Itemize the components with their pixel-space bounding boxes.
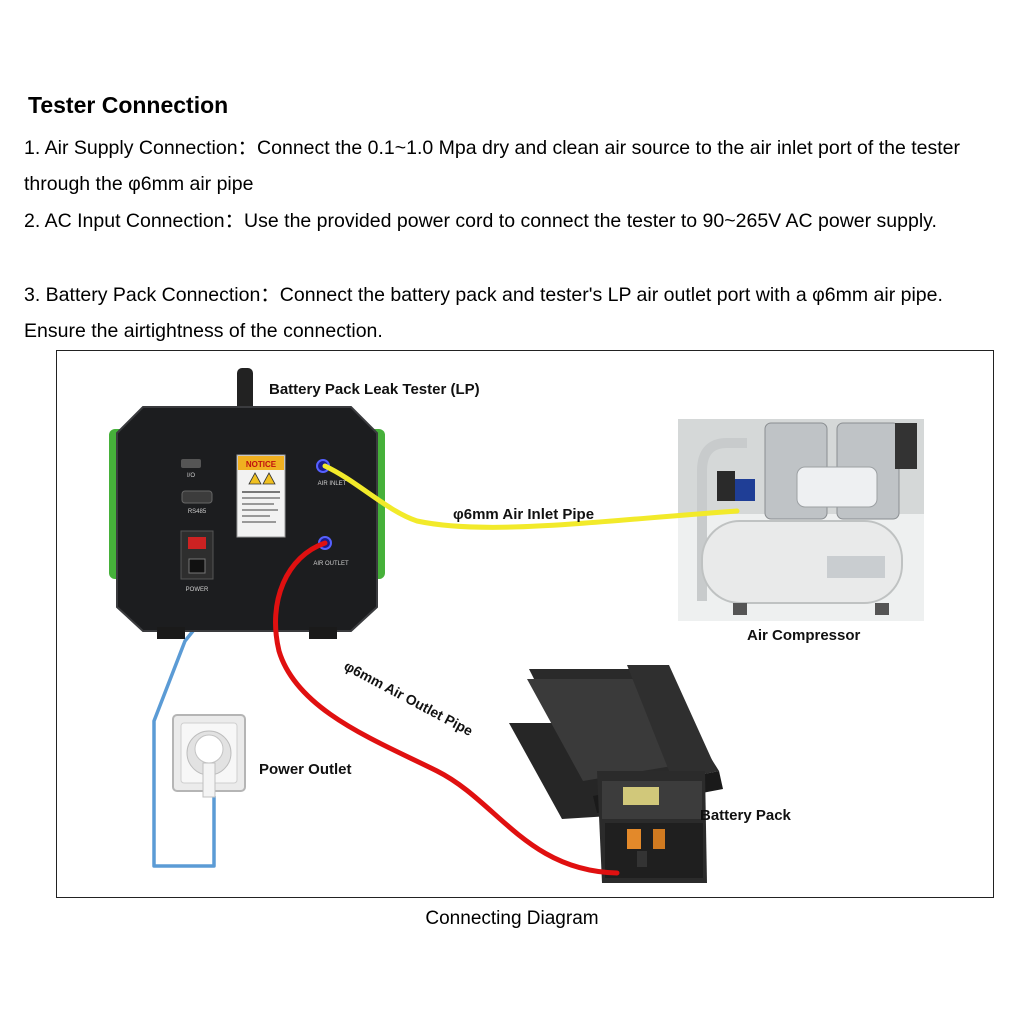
rs485-port-label: RS485	[188, 509, 207, 515]
step-battery-pack: 3. Battery Pack Connection：Connect the b…	[24, 284, 943, 342]
notice-label: NOTICE	[246, 460, 277, 469]
step-ac-input: 2. AC Input Connection：Use the provided …	[24, 210, 937, 232]
air-inlet-port-label: AIR INLET	[318, 481, 347, 487]
diagram-canvas: I/O RS485 NOTICE AIR INLET AIR OUTLET PO…	[109, 368, 924, 883]
air-compressor-image	[678, 419, 924, 621]
battery-pack-image	[509, 665, 723, 883]
tester-label: Battery Pack Leak Tester (LP)	[269, 381, 480, 398]
air-outlet-port-label: AIR OUTLET	[313, 561, 349, 567]
battery-pack-label: Battery Pack	[700, 807, 791, 824]
air-outlet-pipe	[273, 540, 620, 876]
outlet-pipe-label: φ6mm Air Outlet Pipe	[342, 658, 476, 740]
diagram-caption: Connecting Diagram	[425, 908, 599, 929]
io-port-label: I/O	[187, 473, 195, 479]
section-title: Tester Connection	[28, 92, 229, 118]
power-outlet-label: Power Outlet	[259, 761, 352, 778]
step-air-supply: 1. Air Supply Connection：Connect the 0.1…	[24, 137, 960, 195]
leak-tester-image: I/O RS485 NOTICE AIR INLET AIR OUTLET PO…	[109, 368, 385, 639]
compressor-label: Air Compressor	[747, 627, 861, 644]
power-port-label: POWER	[186, 587, 209, 593]
connection-diagram: I/O RS485 NOTICE AIR INLET AIR OUTLET PO…	[56, 350, 994, 898]
power-outlet-image	[172, 714, 246, 798]
inlet-pipe-label: φ6mm Air Inlet Pipe	[453, 506, 595, 523]
air-inlet-pipe	[322, 463, 740, 530]
